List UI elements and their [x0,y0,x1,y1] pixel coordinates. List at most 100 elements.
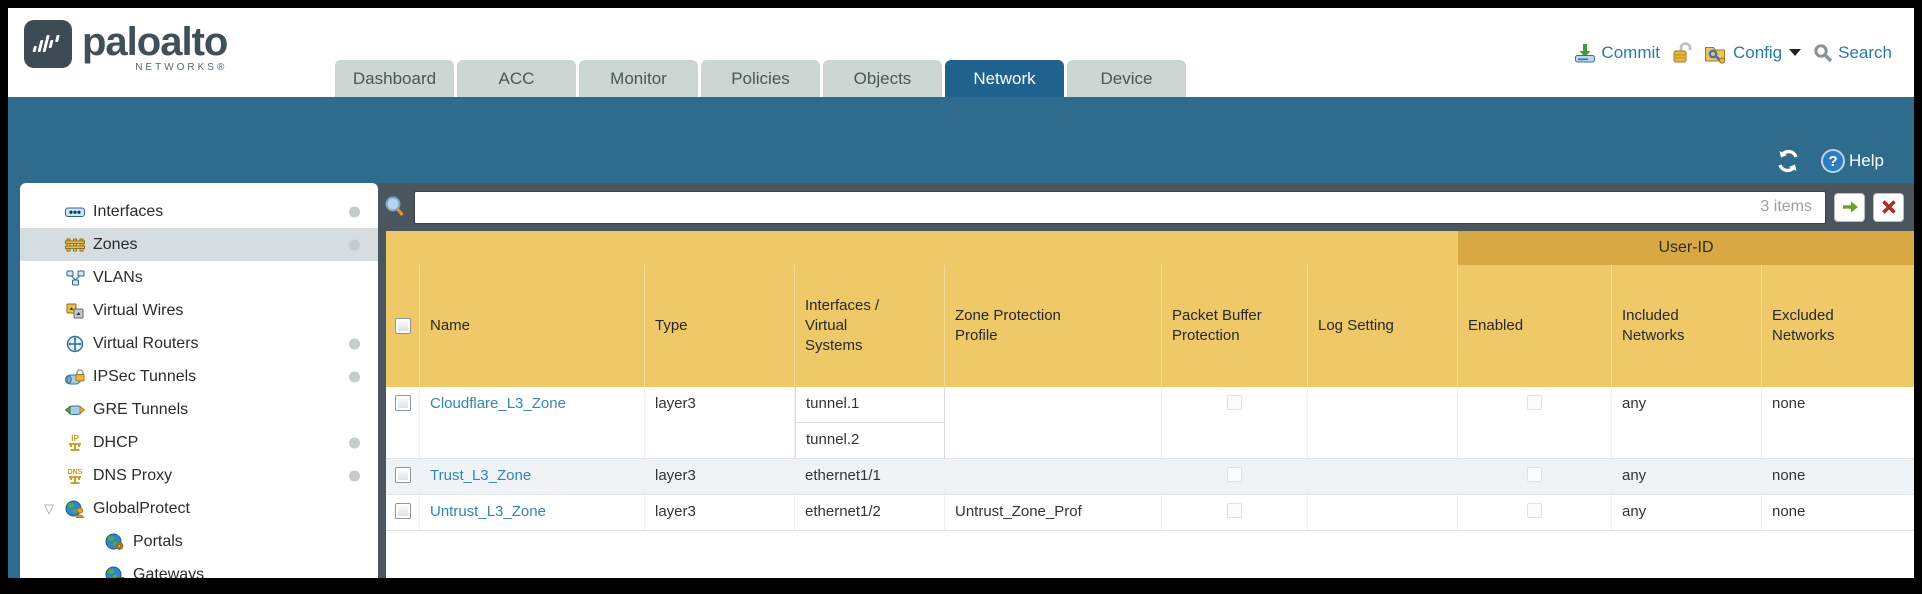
excluded-networks-cell: none [1772,395,1806,412]
filter-search-icon [385,196,404,216]
row-checkbox[interactable] [394,503,411,519]
log-setting-cell [1308,387,1458,458]
unlock-icon[interactable] [1672,41,1692,64]
virtual-routers-icon [64,335,86,353]
clear-filter-button[interactable] [1873,192,1904,222]
sidebar-item-virtual-routers[interactable]: Virtual Routers [20,327,378,360]
zone-name-cell: Untrust_L3_Zone [420,495,645,530]
sidebar-item-virtual-wires[interactable]: Virtual Wires [20,294,378,327]
content: Interfaces Zones VLANs Vir [8,183,1914,578]
user-id-enabled-cell [1458,459,1612,494]
status-dot [349,239,360,250]
sidebar-item-label: GlobalProtect [93,499,190,517]
enabled-checkbox [1527,467,1542,482]
sidebar-item-label: Portals [133,532,183,550]
packet-buffer-checkbox [1227,395,1242,410]
status-dot [349,371,360,382]
tab-dashboard[interactable]: Dashboard [335,60,454,97]
sidebar-item-portals[interactable]: Portals [20,525,378,558]
sidebar-item-vlans[interactable]: VLANs [20,261,378,294]
log-setting-cell [1308,495,1458,530]
column-header-name[interactable]: Name [420,265,645,387]
column-header-enabled[interactable]: Enabled [1458,265,1612,387]
excluded-networks-cell: none [1772,467,1806,484]
included-networks-cell: any [1612,459,1762,494]
sidebar-item-label: Interfaces [93,202,164,220]
help-icon: ? [1821,149,1846,173]
tab-objects[interactable]: Objects [823,60,942,97]
table-group-header: User-ID [386,231,1914,265]
column-header-included-networks[interactable]: Included Networks [1612,265,1762,387]
column-header-interfaces[interactable]: Interfaces / Virtual Systems [795,265,945,387]
table-row: Trust_L3_Zone layer3 ethernet1/1 any non… [386,459,1914,495]
sidebar-item-gateways[interactable]: Gateways [20,558,378,578]
main-tabs: Dashboard ACC Monitor Policies Objects N… [335,60,1186,97]
commit-button[interactable]: Commit [1574,43,1660,63]
refresh-icon[interactable] [1775,149,1801,173]
row-checkbox[interactable] [394,467,411,483]
log-setting-cell [1308,459,1458,494]
zone-name-link[interactable]: Untrust_L3_Zone [430,503,546,520]
packet-buffer-protection-cell [1162,387,1308,458]
tab-policies[interactable]: Policies [701,60,820,97]
sidebar-item-interfaces[interactable]: Interfaces [20,195,378,228]
sidebar-item-label: GRE Tunnels [93,400,189,418]
svg-text:DNS: DNS [68,469,83,476]
vlans-icon [64,270,86,286]
packet-buffer-checkbox [1227,467,1242,482]
status-dot [349,206,360,217]
filter-bar: 3 items [378,183,1914,231]
sidebar-item-label: Virtual Wires [93,301,184,319]
excluded-networks-cell: none [1772,503,1806,520]
sidebar-item-ipsec-tunnels[interactable]: IPSec Tunnels [20,360,378,393]
collapse-triangle-icon[interactable]: ▽ [44,500,54,516]
dhcp-icon: IP [64,434,86,452]
column-header-zone-protection-profile[interactable]: Zone Protection Profile [945,265,1162,387]
column-header-log-setting[interactable]: Log Setting [1308,265,1458,387]
zone-type-cell: layer3 [645,387,795,458]
sidebar-item-label: Virtual Routers [93,334,199,352]
help-button[interactable]: ? Help [1821,149,1884,173]
sidebar-item-zones[interactable]: Zones [20,228,378,261]
packet-buffer-protection-cell [1162,495,1308,530]
commit-icon [1575,43,1596,62]
table-row: Untrust_L3_Zone layer3 ethernet1/2 Untru… [386,495,1914,531]
zone-name-link[interactable]: Cloudflare_L3_Zone [430,395,566,412]
filter-input[interactable] [414,190,1826,224]
config-menu[interactable]: Config [1704,42,1802,64]
sidebar-item-label: Gateways [133,565,205,579]
tab-monitor[interactable]: Monitor [579,60,698,97]
column-header-packet-buffer-protection[interactable]: Packet Buffer Protection [1162,265,1308,387]
config-label: Config [1732,42,1783,62]
zone-name-link[interactable]: Trust_L3_Zone [430,467,532,484]
svg-text:IP: IP [71,434,79,443]
sidebar-item-dhcp[interactable]: IP DHCP [20,426,378,459]
sidebar-item-dns-proxy[interactable]: DNS DNS Proxy [20,459,378,492]
search-button[interactable]: Search [1813,43,1892,63]
group-header-user-id: User-ID [1458,231,1914,265]
packet-buffer-protection-cell [1162,459,1308,494]
tab-device[interactable]: Device [1067,60,1186,97]
gateways-icon [104,566,126,578]
sidebar-item-globalprotect[interactable]: ▽ GlobalProtect [20,492,378,525]
red-x-icon [1881,200,1896,214]
interfaces-cell: ethernet1/1 [795,459,945,494]
chevron-down-icon [1789,49,1802,56]
status-dot [349,338,360,349]
apply-filter-button[interactable] [1834,192,1865,222]
tab-acc[interactable]: ACC [457,60,576,97]
help-label: Help [1849,151,1884,170]
column-header-type[interactable]: Type [645,265,795,387]
sidebar-item-gre-tunnels[interactable]: GRE Tunnels [20,393,378,426]
enabled-checkbox [1527,503,1542,518]
select-all-checkbox[interactable] [394,318,411,334]
row-checkbox[interactable] [394,395,411,411]
sidebar-item-label: VLANs [93,268,143,286]
enabled-checkbox [1527,395,1542,410]
column-header-excluded-networks[interactable]: Excluded Networks [1772,307,1835,344]
zone-name-cell: Cloudflare_L3_Zone [420,387,645,458]
item-count: 3 items [1760,198,1812,215]
sidebar-item-label: DHCP [93,433,139,451]
tab-network[interactable]: Network [945,60,1064,97]
